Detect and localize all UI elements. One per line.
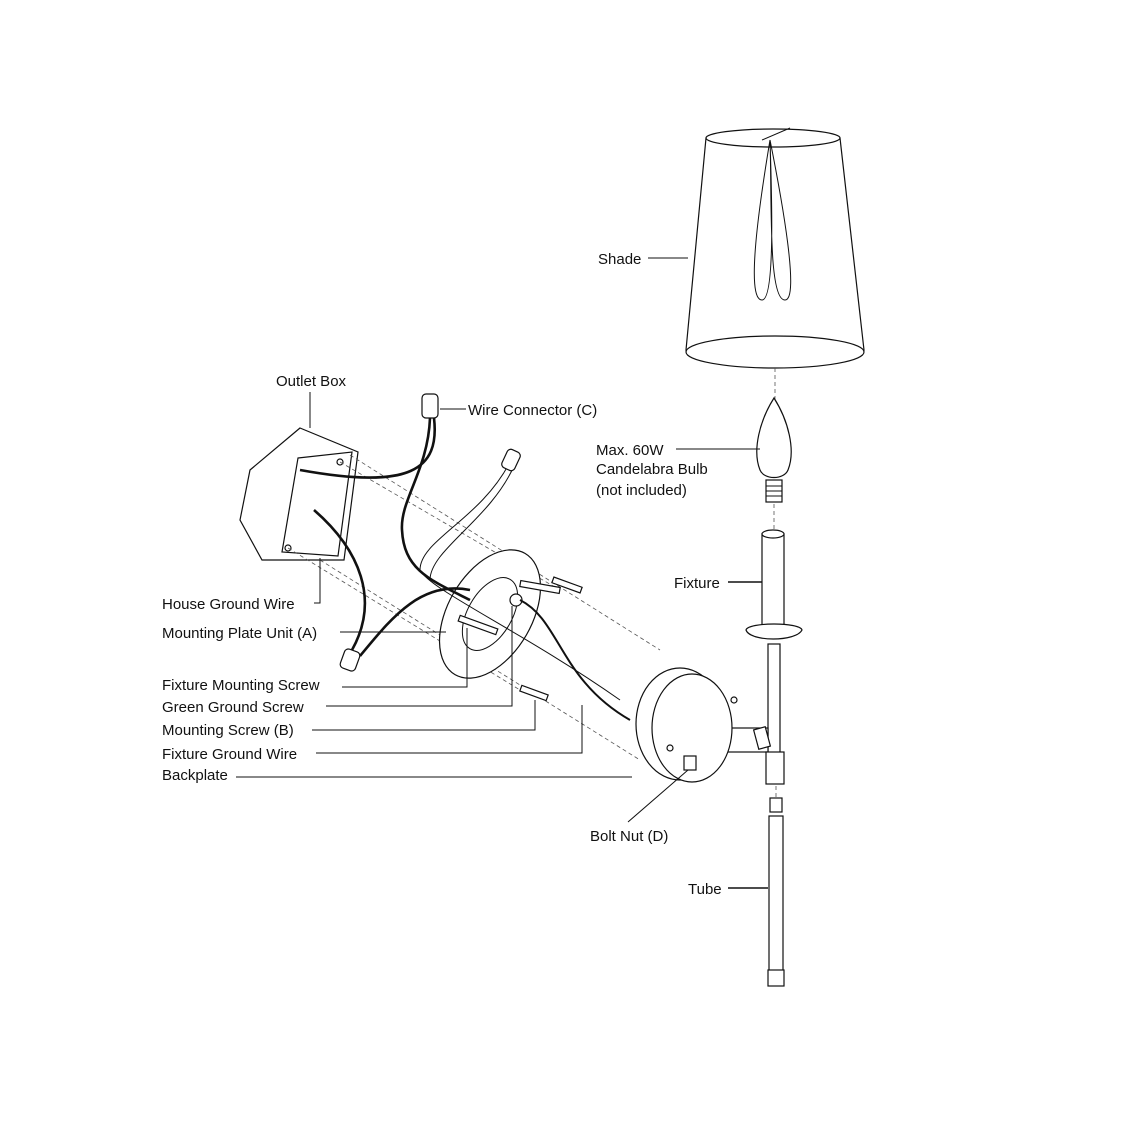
bulb-drawing	[756, 396, 792, 530]
label-wire-connector: Wire Connector (C)	[468, 402, 597, 419]
wires-drawing	[299, 393, 631, 721]
outlet-box-drawing	[239, 427, 661, 761]
backplate-drawing	[635, 667, 738, 783]
label-bulb-note: (not included)	[596, 482, 687, 499]
label-mounting-plate-unit: Mounting Plate Unit (A)	[162, 625, 317, 642]
label-fixture: Fixture	[674, 575, 720, 592]
label-bolt-nut: Bolt Nut (D)	[590, 828, 668, 845]
label-fixture-ground-wire: Fixture Ground Wire	[162, 746, 297, 763]
label-mounting-screw: Mounting Screw (B)	[162, 722, 294, 739]
mounting-plate-drawing	[438, 549, 583, 702]
fixture-drawing	[695, 529, 803, 785]
label-outlet-box: Outlet Box	[276, 373, 347, 390]
label-backplate: Backplate	[162, 767, 228, 784]
label-house-ground-wire: House Ground Wire	[162, 596, 295, 613]
label-fixture-mounting-screw: Fixture Mounting Screw	[162, 677, 320, 694]
label-bulb-wattage: Max. 60W	[596, 442, 664, 459]
tube-drawing	[767, 786, 785, 987]
label-tube: Tube	[688, 881, 722, 898]
leader-lines	[236, 257, 768, 889]
label-green-ground-screw: Green Ground Screw	[162, 699, 304, 716]
label-bulb-type: Candelabra Bulb	[596, 461, 708, 478]
shade-drawing	[685, 127, 865, 400]
label-shade: Shade	[598, 251, 641, 268]
